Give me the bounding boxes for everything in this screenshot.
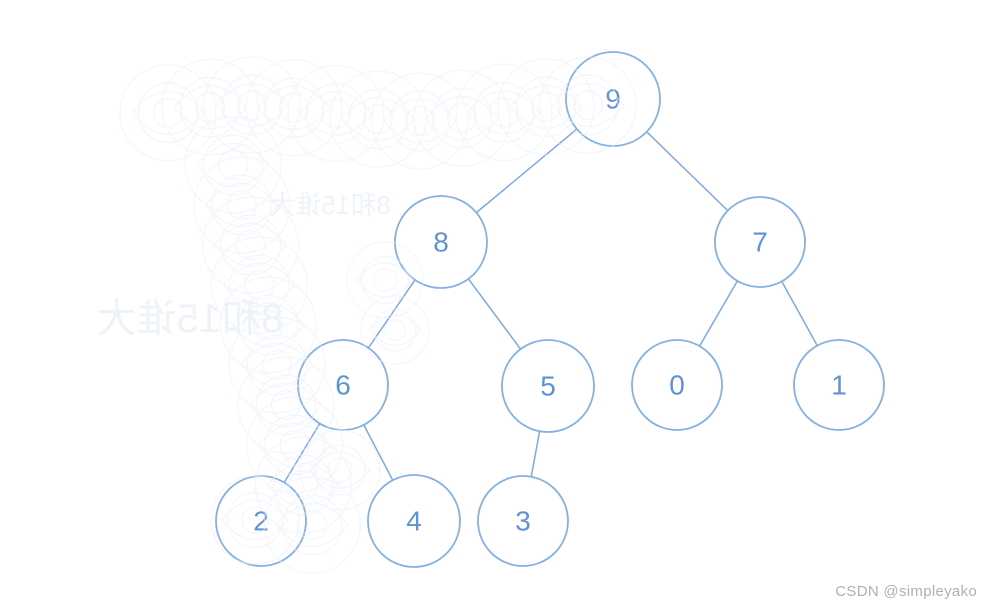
tree-node-label: 4 [406,506,422,537]
tree-node-circle [215,475,307,567]
tree-edge-7-1 [759,241,840,386]
watermark-coin-circle [497,58,595,156]
csdn-author-watermark: CSDN @simpleyako [835,583,977,600]
watermark-coin-circle [203,56,301,154]
watermark-coin-circle [119,64,217,162]
tree-node-circle [297,339,389,431]
tree-node-label: 8 [433,227,449,258]
watermark-coin-circle [193,156,291,254]
tree-node-0: 0 [631,339,723,431]
watermark-coin-circle [184,116,282,214]
watermark-coin-circle [161,58,259,156]
tree-node-label: 1 [831,370,847,401]
tree-node-4: 4 [367,474,461,568]
watermark-mirrored-text: 8和15谁大 [97,297,284,341]
tree-node-2: 2 [215,475,307,567]
watermark-coin-circle [299,429,381,511]
tree-node-circle [394,195,488,289]
watermark-coin-circle [346,241,424,319]
watermark-coin-circle [455,63,553,161]
watermark-coin-circle [237,356,335,454]
tree-node-circle [793,339,885,431]
watermark-coin-circle [263,476,361,574]
watermark-coin-circle [360,295,430,365]
tree-edge-5-3 [522,385,549,522]
tree-node-7: 7 [714,196,806,288]
tree-node-3: 3 [477,475,569,567]
tree-node-label: 2 [253,506,269,537]
watermark-coin-circle [210,236,308,334]
tree-node-label: 3 [515,506,531,537]
tree-edge-9-8 [440,98,614,243]
watermark-coin-circle [413,69,511,167]
tree-edge-8-6 [342,241,442,386]
watermark-texture-group [119,56,637,574]
tree-node-circle [501,339,595,433]
watermark-coin-circle [254,436,352,534]
watermark-coin-circle [245,59,343,157]
tree-node-circle [714,196,806,288]
tree-node-circle [477,475,569,567]
watermark-mirrored-text: 8和15谁大 [269,190,390,220]
tree-node-label: 0 [669,370,685,401]
tree-node-5: 5 [501,339,595,433]
tree-node-1: 1 [793,339,885,431]
watermark-coin-circle [329,70,427,168]
tree-node-9: 9 [565,51,661,147]
watermark-coin-circle [202,196,300,294]
watermark-coin-circle [219,276,317,374]
tree-node-circle [631,339,723,431]
tree-edge-7-0 [676,241,761,386]
tree-node-label: 7 [752,227,768,258]
tree-node-circle [565,51,661,147]
tree-edge-9-7 [612,98,761,243]
tree-edge-6-2 [260,384,344,522]
tree-node-label: 5 [540,371,556,402]
tree-edge-8-5 [440,241,549,387]
tree-node-circle [367,474,461,568]
tree-node-label: 9 [605,84,621,115]
watermark-coin-circle [228,316,326,414]
watermark-coin-circle [539,56,637,154]
tree-node-label: 6 [335,370,351,401]
watermark-coin-circle [210,475,300,565]
watermark-coin-circle [287,64,385,163]
tree-edge-6-4 [342,384,415,522]
tree-node-8: 8 [394,195,488,289]
tree-node-6: 6 [297,339,389,431]
watermark-coin-circle [371,72,469,170]
watermark-coin-circle [246,396,344,494]
